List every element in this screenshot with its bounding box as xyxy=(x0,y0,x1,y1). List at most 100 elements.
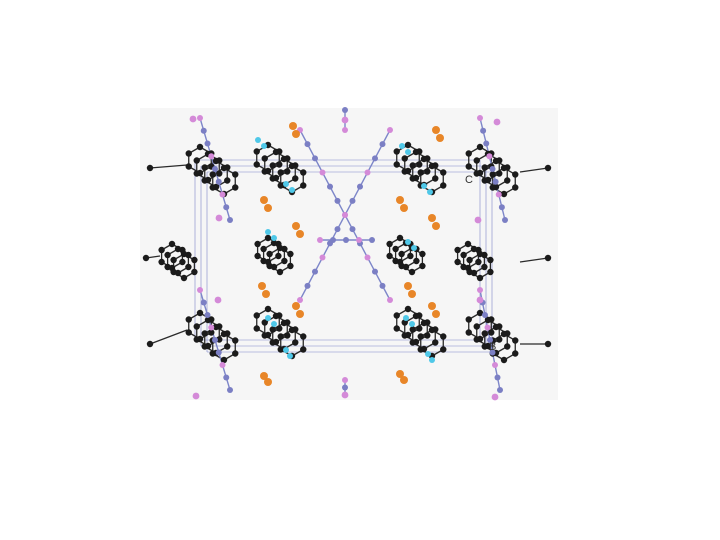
carbon-atom xyxy=(481,164,488,171)
carbon-atom xyxy=(473,336,480,343)
carbon-atom xyxy=(208,329,215,336)
oxygen-atom xyxy=(292,130,300,138)
carbon-atom xyxy=(261,155,268,162)
hydrogen-atom xyxy=(261,143,267,149)
carbon-atom xyxy=(500,164,508,172)
carbon-atom xyxy=(288,326,296,334)
carbon-atom xyxy=(266,262,273,270)
metal-atom xyxy=(356,237,362,243)
metal-atom xyxy=(189,115,197,123)
carbon-atom xyxy=(440,169,447,176)
metal-atom xyxy=(387,297,393,303)
carbon-atom xyxy=(500,190,508,198)
carbon-atom xyxy=(170,256,177,264)
carbon-atom xyxy=(504,343,511,350)
oxygen-atom xyxy=(432,126,440,134)
metal-atom xyxy=(342,212,348,218)
carbon-atom xyxy=(476,274,484,282)
carbon-atom xyxy=(232,184,239,191)
carbon-atom xyxy=(428,326,436,334)
nitrogen-atom xyxy=(357,183,363,190)
carbon-atom xyxy=(174,245,182,253)
nitrogen-atom xyxy=(200,299,207,306)
carbon-atom xyxy=(409,326,416,333)
carbon-atom xyxy=(300,169,307,176)
hydrogen-atom xyxy=(403,315,409,321)
oxygen-atom xyxy=(296,230,304,238)
carbon-atom xyxy=(212,323,220,331)
metal-atom xyxy=(387,127,393,133)
metal-atom xyxy=(341,116,349,124)
metal-atom xyxy=(214,296,222,304)
carbon-atom xyxy=(424,168,431,175)
nitrogen-atom xyxy=(489,166,496,172)
nitrogen-atom xyxy=(343,237,349,243)
carbon-atom xyxy=(253,312,260,319)
carbon-atom xyxy=(454,246,461,254)
carbon-atom xyxy=(460,263,467,271)
metal-atom xyxy=(342,127,348,133)
hydrogen-atom xyxy=(289,187,295,193)
carbon-atom xyxy=(261,168,268,175)
metal-atom xyxy=(319,169,326,176)
carbon-atom xyxy=(209,184,216,191)
carbon-atom xyxy=(277,169,284,176)
nitrogen-atom xyxy=(212,166,218,172)
carbon-atom xyxy=(209,171,216,178)
carbon-atom xyxy=(269,326,276,333)
carbon-atom xyxy=(412,148,420,156)
nitrogen-atom xyxy=(494,374,501,381)
hydrogen-atom xyxy=(427,189,433,195)
carbon-atom xyxy=(481,177,488,184)
carbon-atom xyxy=(393,312,400,319)
metal-atom xyxy=(493,118,501,126)
carbon-atom xyxy=(269,175,276,182)
carbon-atom xyxy=(504,177,511,184)
hydrogen-atom xyxy=(265,229,271,235)
carbon-atom xyxy=(488,329,495,336)
carbon-atom xyxy=(164,263,171,271)
carbon-atom xyxy=(386,252,393,260)
bond xyxy=(149,329,188,345)
metal-atom xyxy=(492,362,498,368)
carbon-atom xyxy=(185,329,192,336)
nitrogen-atom xyxy=(379,141,386,148)
carbon-atom xyxy=(232,350,239,357)
carbon-atom xyxy=(260,257,267,265)
oxygen-atom xyxy=(396,370,404,378)
metal-atom xyxy=(208,324,215,331)
carbon-atom xyxy=(164,251,171,259)
axis-label-c: C xyxy=(465,174,473,186)
metal-atom xyxy=(364,254,371,261)
carbon-atom xyxy=(168,240,176,248)
nitrogen-atom xyxy=(349,226,356,233)
metal-atom xyxy=(208,153,215,160)
carbon-atom xyxy=(179,258,186,266)
carbon-atom xyxy=(466,268,473,276)
hydrogen-atom xyxy=(283,181,289,187)
metal-atom xyxy=(495,191,502,198)
hydrogen-atom xyxy=(421,183,427,189)
carbon-atom xyxy=(487,268,494,276)
nitrogen-atom xyxy=(227,387,233,393)
metal-atom xyxy=(319,254,326,261)
metal-atom xyxy=(197,287,203,293)
carbon-atom xyxy=(544,254,552,262)
carbon-atom xyxy=(416,161,423,168)
carbon-atom xyxy=(512,171,519,178)
carbon-atom xyxy=(201,343,208,350)
carbon-atom xyxy=(276,244,284,252)
axis-label-b: B xyxy=(489,341,496,353)
oxygen-atom xyxy=(262,290,270,298)
carbon-atom xyxy=(492,323,500,331)
oxygen-atom xyxy=(292,302,300,310)
carbon-atom xyxy=(409,339,416,346)
nitrogen-atom xyxy=(304,141,311,148)
carbon-atom xyxy=(416,325,423,332)
carbon-atom xyxy=(142,254,150,262)
carbon-atom xyxy=(473,323,480,330)
oxygen-atom xyxy=(260,196,268,204)
nitrogen-atom xyxy=(227,217,233,223)
carbon-atom xyxy=(393,161,400,168)
